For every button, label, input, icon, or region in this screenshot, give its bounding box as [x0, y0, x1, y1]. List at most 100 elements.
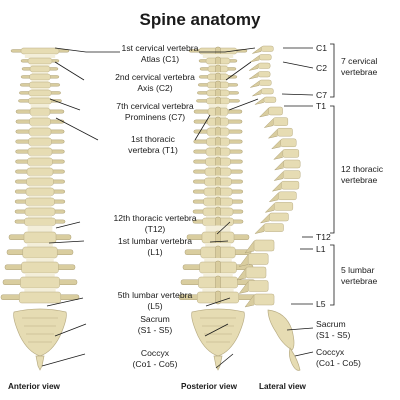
vertebra-body	[23, 247, 57, 258]
spinous-process	[216, 187, 221, 197]
mark-c1: C1	[316, 43, 327, 53]
mark-t1: T1	[316, 101, 326, 111]
coccyx-bone	[214, 356, 222, 370]
intervertebral-disc	[30, 166, 50, 169]
lateral-vertebra	[254, 240, 274, 251]
page-title: Spine anatomy	[140, 10, 261, 29]
region-lumbar-line1: 5 lumbar	[341, 265, 375, 275]
lateral-sacrum-line1: Sacrum	[316, 319, 346, 329]
lateral-spinous-process	[269, 193, 278, 202]
vertebra-body	[29, 90, 51, 96]
lateral-vertebra	[283, 149, 299, 157]
lateral-vertebra	[278, 192, 296, 200]
lateral-spinous-process	[239, 255, 248, 267]
spinous-process	[216, 276, 221, 289]
lateral-vertebra	[258, 63, 270, 69]
intervertebral-disc	[24, 288, 55, 292]
vertebra-body	[28, 148, 52, 156]
vertebra-body	[20, 277, 59, 288]
vertebra-body	[28, 158, 53, 166]
vertebra-body	[27, 168, 53, 176]
intervertebral-disc	[25, 273, 54, 277]
vertebra-body	[30, 118, 51, 126]
lateral-spinous-process	[260, 108, 269, 117]
mark-c7: C7	[316, 90, 327, 100]
lateral-vertebra	[248, 254, 268, 265]
spinous-process	[216, 107, 221, 117]
intervertebral-disc	[28, 206, 51, 209]
lateral-region-labels: 7 cervical vertebrae 12 thoracic vertebr…	[341, 56, 384, 286]
intervertebral-disc	[27, 243, 53, 247]
label-l1-line2: (L1)	[147, 247, 162, 257]
caption-lateral-view: Lateral view	[259, 382, 307, 391]
lateral-vertebra	[261, 89, 273, 95]
vertebra-body	[22, 262, 59, 273]
sacrum-bone	[192, 309, 245, 356]
lateral-brackets	[330, 44, 334, 305]
label-coccyx-line2: (Co1 - Co5)	[133, 359, 178, 369]
label-coccyx-line1: Coccyx	[141, 348, 170, 358]
intervertebral-disc	[31, 136, 49, 139]
vertebra-body	[21, 48, 59, 54]
spinous-process	[216, 167, 221, 177]
caption-posterior-view: Posterior view	[181, 382, 238, 391]
spinous-process	[216, 197, 221, 207]
lateral-vertebra	[283, 171, 300, 179]
sacrum-bone	[14, 309, 67, 356]
region-thoracic-line1: 12 thoracic	[341, 164, 384, 174]
vertebra-body	[25, 218, 56, 226]
intervertebral-disc	[28, 226, 53, 233]
lateral-vertebra	[246, 267, 266, 278]
lateral-vertebra-marks: C1 C2 C7 T1 T12 L1 L5	[316, 43, 331, 309]
lateral-spinous-process	[274, 150, 283, 159]
intervertebral-disc	[31, 88, 48, 90]
posterior-spine-illustration	[179, 47, 257, 370]
region-lumbar-line2: vertebrae	[341, 276, 378, 286]
lateral-vertebra	[281, 181, 299, 189]
lateral-spinous-process	[265, 203, 274, 212]
lateral-leader-lines	[282, 48, 313, 356]
label-sacrum-line2: (S1 - S5)	[138, 325, 173, 335]
label-t12-line2: (T12)	[145, 224, 166, 234]
spinous-process	[216, 137, 221, 147]
spinous-process	[216, 207, 221, 217]
lateral-vertebra	[258, 72, 270, 78]
vertebra-body	[26, 198, 55, 206]
vertebra-body	[30, 108, 50, 116]
vertebra-body	[27, 178, 54, 186]
label-c7-line1: 7th cervical vertebra	[116, 101, 194, 111]
lateral-spinous-process	[272, 182, 281, 191]
lateral-spinous-process	[255, 225, 264, 234]
mark-t12: T12	[316, 232, 331, 242]
label-c2-line1: 2nd cervical vertebra	[115, 72, 195, 82]
intervertebral-disc	[32, 116, 48, 119]
spinous-process	[216, 261, 221, 274]
lateral-spinous-process	[249, 73, 258, 80]
vertebra-body	[25, 208, 55, 216]
vertebra-body	[24, 232, 56, 243]
spinous-process	[216, 81, 221, 89]
intervertebral-disc	[31, 104, 50, 108]
spinous-process	[216, 65, 221, 73]
caption-anterior-view: Anterior view	[8, 382, 60, 391]
lateral-spinous-process	[250, 81, 259, 88]
vertebra-body	[29, 138, 52, 146]
mark-l1: L1	[316, 244, 326, 254]
lateral-spinous-process	[274, 172, 283, 181]
lateral-vertebra	[281, 139, 297, 147]
lateral-vertebra	[264, 97, 276, 103]
region-thoracic-line2: vertebrae	[341, 175, 378, 185]
lateral-coccyx-line1: Coccyx	[316, 347, 345, 357]
anterior-spine-illustration	[1, 48, 79, 370]
intervertebral-disc	[30, 156, 49, 159]
label-c1-line1: 1st cervical vertebra	[122, 43, 199, 53]
center-labels: 1st cervical vertebra Atlas (C1) 2nd cer…	[113, 43, 198, 369]
vertebra-body	[19, 292, 61, 303]
lateral-spinous-process	[260, 214, 269, 223]
vertebra-body	[30, 66, 50, 72]
lateral-vertebra	[273, 118, 288, 126]
intervertebral-disc	[29, 196, 51, 199]
label-t1-line2: vertebra (T1)	[128, 145, 178, 155]
intervertebral-disc	[28, 216, 52, 219]
lateral-coccyx	[289, 348, 300, 370]
